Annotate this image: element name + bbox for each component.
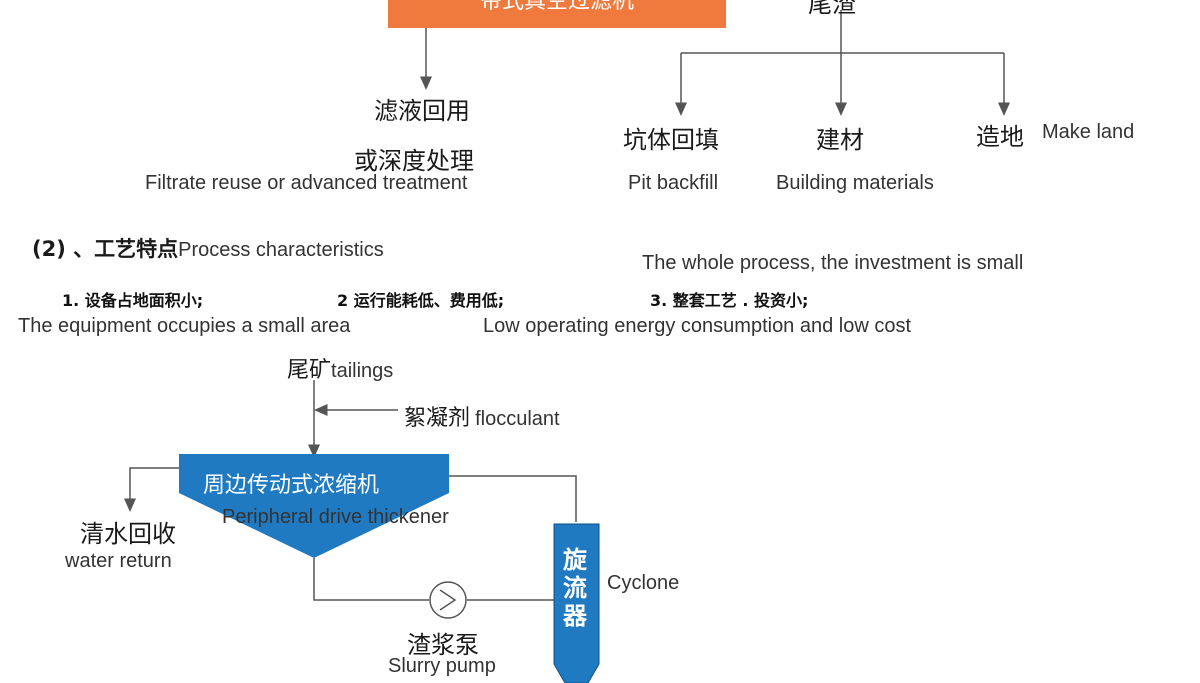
filter-machine-label: 带式真空过滤机 bbox=[479, 0, 634, 14]
feature-2-zh: 2 运行能耗低、费用低; bbox=[337, 291, 505, 310]
water-return-en: water return bbox=[65, 550, 172, 572]
feature-1-en: The equipment occupies a small area bbox=[18, 315, 351, 337]
feature-2-en: Low operating energy consumption and low… bbox=[483, 315, 912, 337]
cyclone-shape bbox=[553, 523, 600, 683]
filtrate-label-line1: 滤液回用 bbox=[374, 97, 470, 125]
thickener-zh: 周边传动式浓缩机 bbox=[203, 473, 380, 498]
pump-zh: 渣浆泵 bbox=[407, 631, 479, 659]
section-heading-en: Process characteristics bbox=[178, 239, 384, 261]
water-return-zh: 清水回收 bbox=[80, 520, 176, 548]
thickener-shape bbox=[179, 454, 449, 558]
use-backfill-en: Pit backfill bbox=[628, 172, 719, 194]
water-return-arrow bbox=[124, 467, 179, 512]
pump-en: Slurry pump bbox=[388, 655, 496, 677]
use-backfill-zh: 坑体回填 bbox=[623, 126, 719, 154]
thickener-en: Peripheral drive thickener bbox=[222, 506, 449, 528]
filter-machine-box: 带式真空过滤机 bbox=[388, 0, 726, 28]
feature-3-zh: 3. 整套工艺 . 投资小; bbox=[650, 291, 809, 310]
feature-3-en: The whole process, the investment is sma… bbox=[642, 252, 1024, 274]
flocculant-zh: 絮凝剂 bbox=[404, 406, 471, 431]
use-building-en: Building materials bbox=[776, 172, 934, 194]
filtrate-label-en: Filtrate reuse or advanced treatment bbox=[145, 172, 468, 194]
use-land-en: Make land bbox=[1042, 121, 1135, 143]
cyclone-en: Cyclone bbox=[607, 572, 680, 594]
tailings-label: 尾渣 bbox=[808, 0, 856, 18]
flocculant-label: 絮凝剂 flocculant bbox=[404, 400, 560, 432]
use-land-zh: 造地 bbox=[976, 123, 1024, 151]
use-building-zh: 建材 bbox=[816, 126, 864, 154]
pump-icon bbox=[429, 581, 467, 619]
section-heading: (2) 、工艺特点Process characteristics bbox=[32, 233, 384, 263]
section-heading-zh: (2) 、工艺特点 bbox=[32, 237, 179, 261]
cyclone-zh: 旋流器 bbox=[563, 546, 587, 630]
underflow-line bbox=[313, 558, 429, 601]
tailings-feed-label: 尾矿tailings bbox=[287, 352, 393, 384]
flocculant-en: flocculant bbox=[475, 408, 560, 430]
thickener-to-cyclone-line bbox=[449, 475, 577, 522]
tailings-feed-zh: 尾矿 bbox=[287, 358, 332, 383]
filtrate-label-line2: 或深度处理 bbox=[354, 147, 474, 175]
tailings-feed-en: tailings bbox=[331, 360, 394, 382]
feature-1-zh: 1. 设备占地面积小; bbox=[62, 291, 204, 310]
